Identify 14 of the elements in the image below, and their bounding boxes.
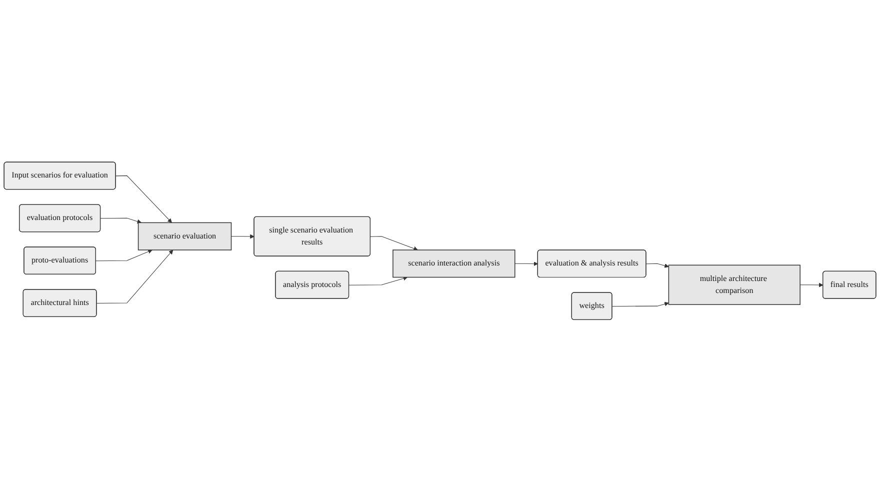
arrow	[612, 302, 669, 307]
node-box: multiple architecture comparison	[668, 264, 800, 306]
arrow	[348, 276, 408, 286]
arrow	[96, 250, 152, 262]
arrow	[646, 263, 669, 268]
arrow	[116, 176, 172, 223]
node-box: scenario evaluation	[138, 222, 232, 250]
arrow	[231, 234, 254, 239]
arrow	[100, 218, 142, 224]
arrow	[514, 262, 538, 266]
arrow	[370, 236, 418, 251]
node-box: scenario interaction analysis	[392, 250, 516, 278]
arrow	[800, 282, 824, 288]
arrow	[96, 250, 174, 304]
